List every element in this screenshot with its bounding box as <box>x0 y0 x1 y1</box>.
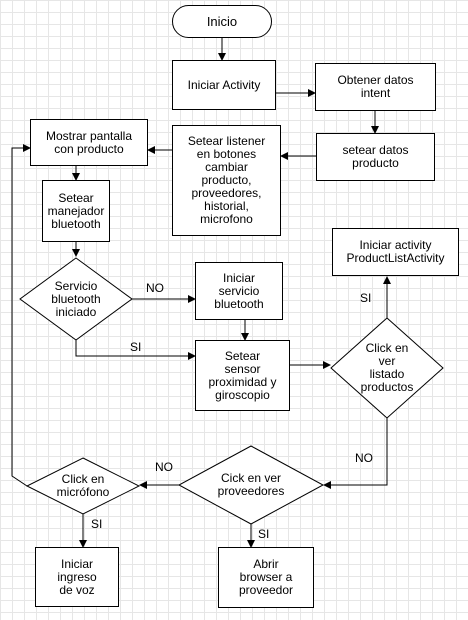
edge-label-si-microfono: SI <box>91 517 103 531</box>
edge-label-si-proveedores: SI <box>258 527 270 541</box>
edge-no-proveedores <box>323 418 388 489</box>
edge-label-no-proveedores: NO <box>155 460 173 474</box>
node-setear-manejador: Setear manejador bluetooth <box>42 180 110 242</box>
edge-label-si-listado: SI <box>360 291 372 305</box>
node-setear-sensor: Setear sensor proximidad y giroscopio <box>195 340 290 411</box>
edge-loop-mostrar <box>11 144 31 487</box>
edge-label-no-servicio: NO <box>146 281 164 295</box>
node-setear-listener: Setear listener en botones cambiar produ… <box>172 125 281 236</box>
node-abrir-browser: Abrir browser a proveedor <box>218 547 314 608</box>
edge-label-no-listado: NO <box>355 451 373 465</box>
node-iniciar-voz: Iniciar ingreso de voz <box>35 547 119 607</box>
node-inicio: Inicio <box>172 5 272 38</box>
node-iniciar-servicio: Iniciar servicio bluetooth <box>195 262 283 320</box>
node-iniciar-product-list: Iniciar activity ProductListActivity <box>332 228 459 276</box>
edge-si-sensor <box>75 340 196 360</box>
node-setear-datos: setear datos producto <box>316 133 435 181</box>
node-iniciar-activity: Iniciar Activity <box>172 60 276 110</box>
node-mostrar-pantalla: Mostrar pantalla con producto <box>30 119 148 166</box>
node-obtener-datos: Obtener datos intent <box>315 63 436 111</box>
edge-label-si-servicio: SI <box>130 340 142 354</box>
label-servicio-iniciado: Servicio bluetooth iniciado <box>51 278 101 319</box>
label-click-listado: Click en ver listado productos <box>360 341 414 394</box>
label-click-microfono: Click en micrófono <box>56 472 110 499</box>
label-click-proveedores: Cick en ver proveedores <box>217 471 285 498</box>
